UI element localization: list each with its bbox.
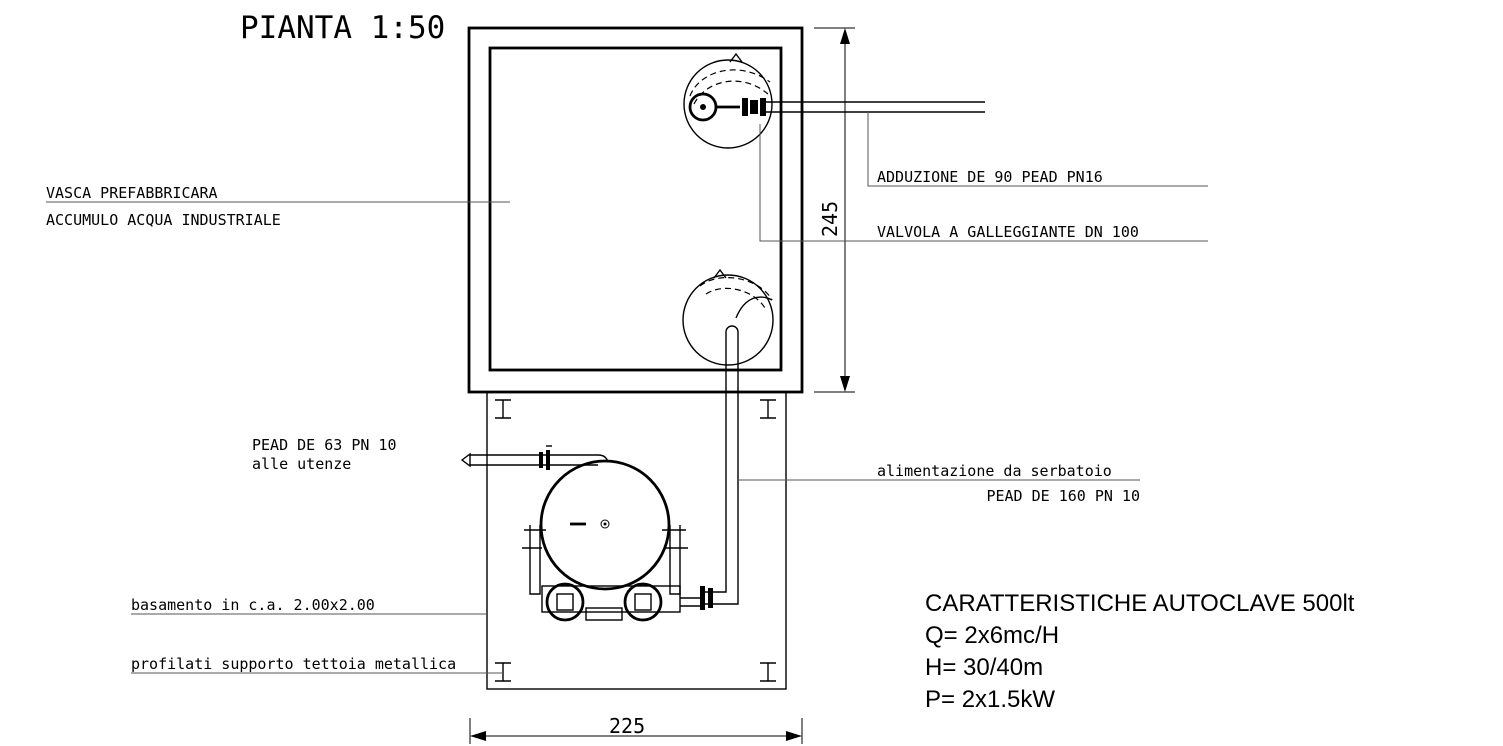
float-valve	[716, 98, 766, 116]
upper-manhole	[683, 52, 773, 149]
tank-inner-wall	[488, 46, 783, 372]
profilati-label: profilati supporto tettoia metallica	[131, 655, 456, 673]
autoclave-unit	[460, 445, 700, 622]
spec-flow: Q= 2x6mc/H	[925, 622, 1059, 649]
pead63-label-line2: alle utenze	[252, 455, 351, 473]
alimentazione-label-line2: PEAD DE 160 PN 10	[986, 487, 1140, 505]
inlet-pipe	[766, 101, 985, 113]
tank-outer-wall	[467, 26, 804, 394]
valvola-label: VALVOLA A GALLEGGIANTE DN 100	[877, 223, 1139, 241]
height-dimension	[814, 27, 855, 393]
basamento-label: basamento in c.a. 2.00x2.00	[131, 596, 375, 614]
adduzione-leader	[867, 112, 1208, 187]
width-dimension	[469, 718, 803, 744]
tank-label-line2: ACCUMULO ACQUA INDUSTRIALE	[46, 211, 281, 229]
spec-head: H= 30/40m	[925, 654, 1043, 681]
height-dimension-value: 245	[818, 201, 842, 237]
steel-profiles	[495, 399, 776, 682]
width-dimension-value: 225	[609, 714, 645, 738]
adduzione-label: ADDUZIONE DE 90 PEAD PN16	[877, 168, 1103, 186]
valvola-leader	[759, 124, 1208, 242]
lower-manhole	[682, 268, 774, 366]
spec-power: P= 2x1.5kW	[925, 686, 1055, 713]
pead63-label-line1: PEAD DE 63 PN 10	[252, 436, 397, 454]
plan-title: PIANTA 1:50	[240, 10, 445, 46]
alimentazione-label-line1: alimentazione da serbatoio	[877, 462, 1112, 480]
feed-pipe	[700, 325, 739, 610]
spec-title: CARATTERISTICHE AUTOCLAVE 500lt	[925, 590, 1355, 617]
tank-label-line1: VASCA PREFABBRICARA	[46, 184, 218, 202]
concrete-base	[486, 391, 787, 690]
